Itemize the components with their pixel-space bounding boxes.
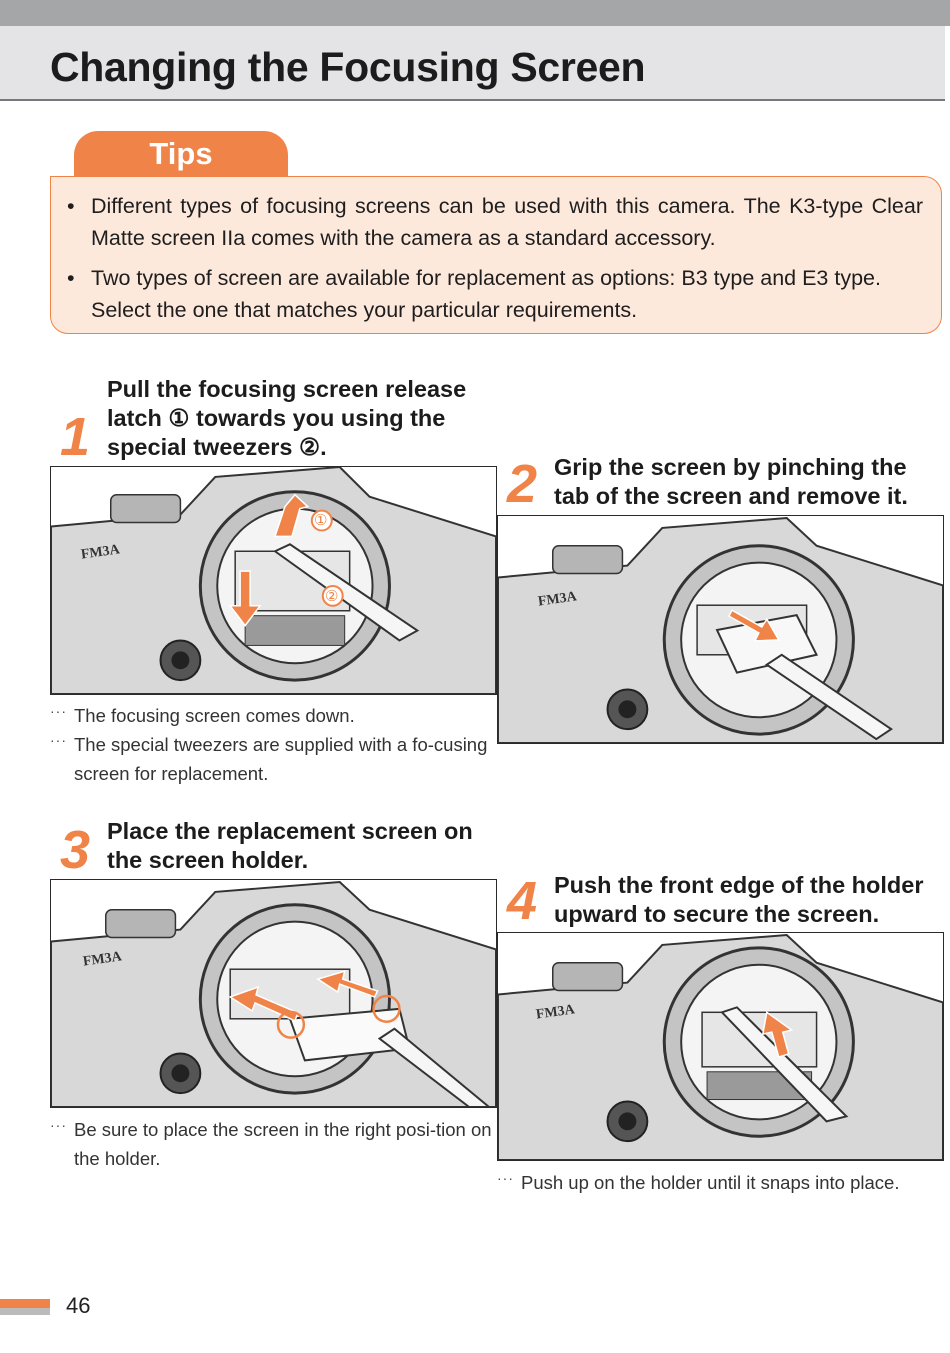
step-note: ···Be sure to place the screen in the ri… [50, 1115, 504, 1173]
callout-tweezers: ② [325, 588, 339, 605]
step-number: 2 [507, 454, 538, 514]
note-dots: ··· [50, 732, 67, 748]
step-number: 1 [60, 407, 91, 467]
callout-latch: ① [314, 512, 328, 529]
header-top-bar [0, 0, 950, 26]
step-note: ···Push up on the holder until it snaps … [497, 1168, 950, 1197]
step3-illustration: FM3A [50, 879, 497, 1108]
note-dots: ··· [50, 1117, 67, 1133]
step-instruction: Grip the screen by pinching the tab of t… [554, 454, 908, 509]
step-number: 3 [60, 820, 91, 880]
camera-illustration [51, 467, 496, 694]
camera-illustration [498, 516, 943, 743]
step-number: 4 [507, 871, 538, 931]
footer-accent-bar [0, 1299, 50, 1315]
step2-illustration: FM3A [497, 515, 944, 744]
step1-illustration: FM3A ① ② [50, 466, 497, 695]
tip-item: Two types of screen are available for re… [67, 262, 923, 326]
note-dots: ··· [50, 703, 67, 719]
step-instruction: Pull the focusing screen release latch ①… [107, 376, 467, 460]
header-title-bar [0, 26, 945, 101]
step-instruction: Place the replacement screen on the scre… [107, 818, 473, 873]
tips-label: Tips [74, 131, 288, 177]
note-dots: ··· [497, 1170, 514, 1186]
camera-illustration [51, 880, 496, 1107]
step-note: ···The special tweezers are supplied wit… [50, 730, 504, 788]
step4-illustration: FM3A [497, 932, 944, 1161]
page-title: Changing the Focusing Screen [50, 44, 646, 90]
tips-box: Different types of focusing screens can … [50, 176, 942, 334]
step-note: ···The focusing screen comes down. [50, 701, 504, 730]
step-instruction: Push the front edge of the holder upward… [554, 872, 924, 927]
page-number: 46 [66, 1293, 91, 1318]
tip-item: Different types of focusing screens can … [67, 190, 923, 254]
camera-illustration [498, 933, 943, 1160]
